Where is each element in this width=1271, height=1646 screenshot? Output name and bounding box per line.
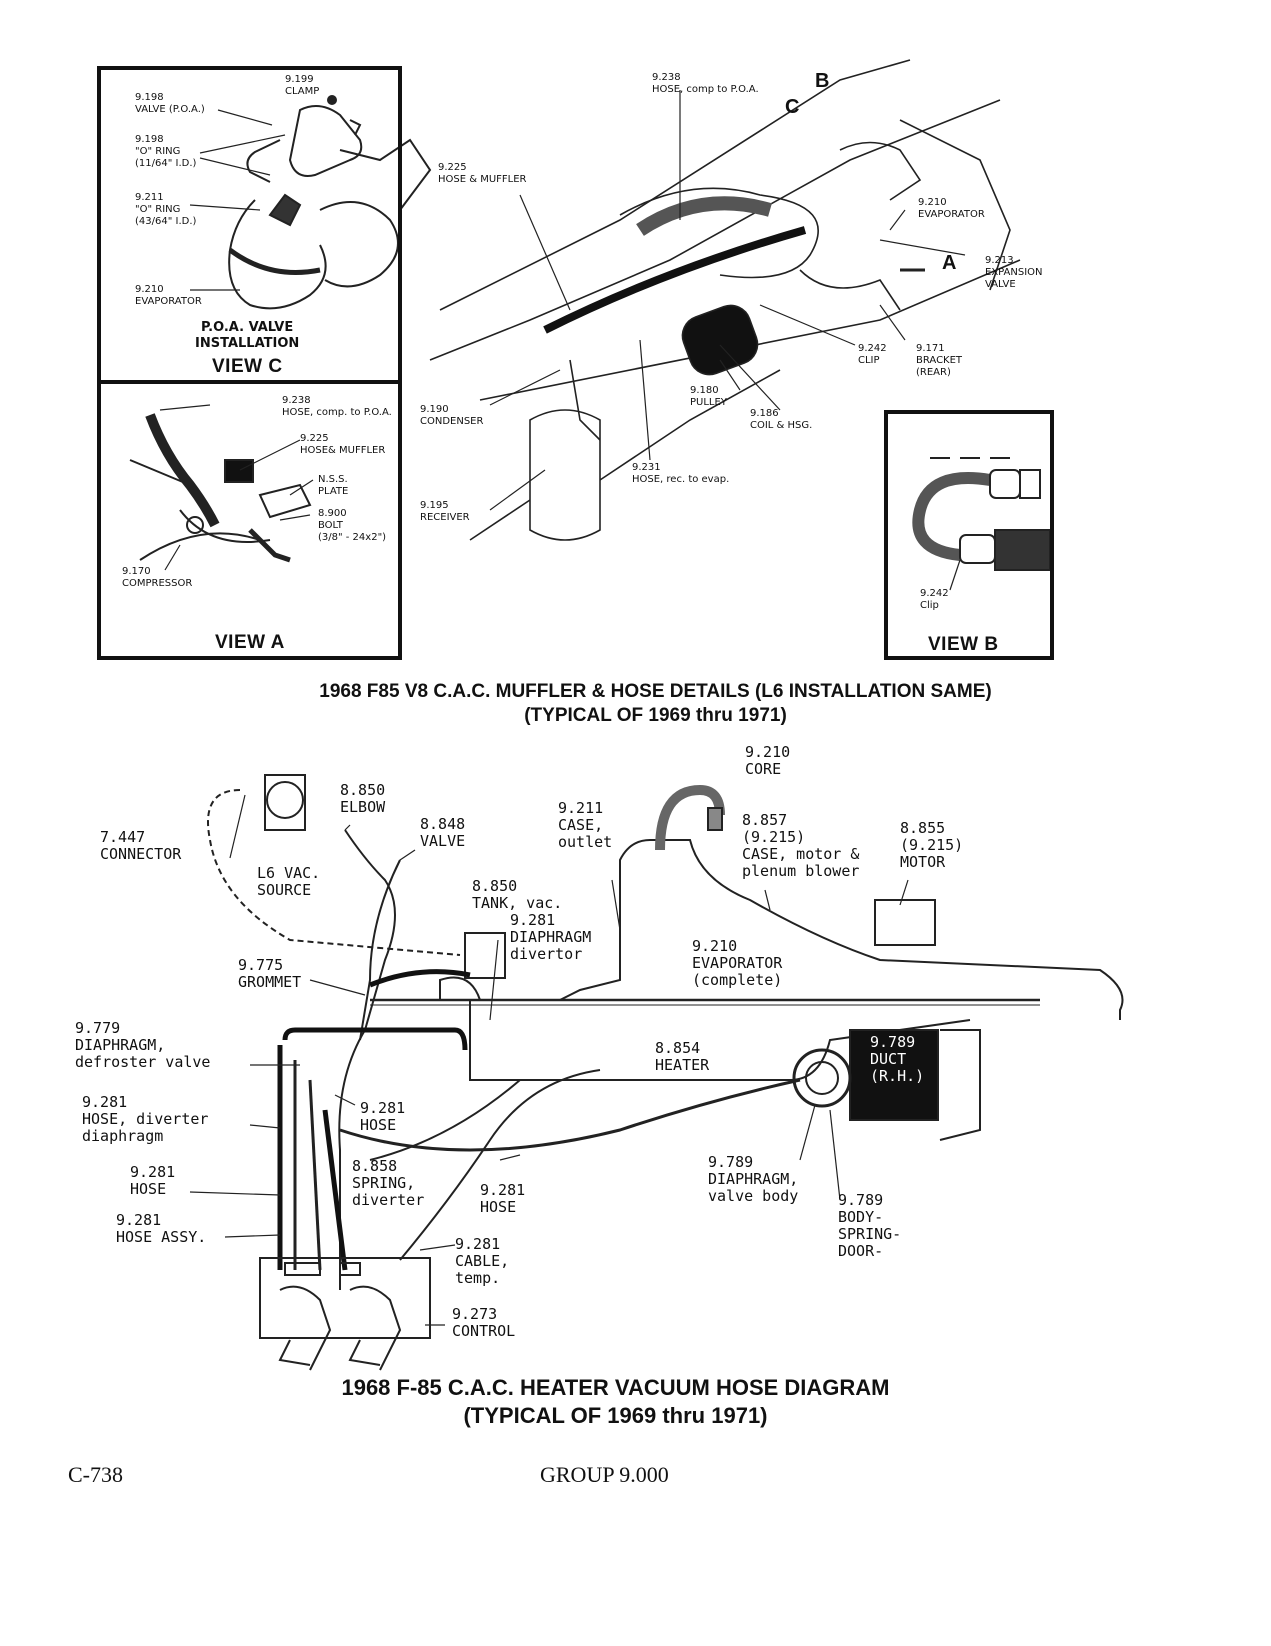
view-c-drawing [228,95,432,310]
label-bracket: 9.171 BRACKET (REAR) [916,343,963,378]
view-c-frame [97,66,402,384]
label-pulley: 9.180 PULLEY [690,385,727,408]
arrow-c-label: C [785,96,800,118]
label-valve: 8.848 VALVE [420,815,466,850]
label-clamp: 9.199 CLAMP [285,74,320,97]
label-heater: 8.854 HEATER [655,1039,710,1074]
label-case-outlet: 9.211 CASE, outlet [558,799,613,851]
arrow-a-label: A [942,252,957,274]
label-hose-muffler-a: 9.225 HOSE& MUFFLER [300,433,386,456]
view-b-drawing [912,457,1051,571]
label-grommet: 9.775 GROMMET [238,956,302,991]
label-expansion-valve: 9.213 EXPANSION VALVE [985,255,1043,290]
label-duct: 9.789 DUCT (R.H.) [870,1033,925,1085]
label-l6-vac-source: L6 VAC. SOURCE [257,864,321,899]
label-spring: 8.858 SPRING, diverter [352,1157,425,1209]
label-hose-diverter: 9.281 HOSE, diverter diaphragm [82,1093,209,1145]
label-o-ring-small: 9.198 "O" RING (11/64" I.D.) [135,134,197,169]
caption-2-line-2: (TYPICAL OF 1969 thru 1971) [463,1403,768,1428]
group-number: GROUP 9.000 [540,1462,669,1487]
label-tank: 8.850 TANK, vac. [472,877,563,912]
label-clip-b: 9.242 Clip [920,588,949,611]
view-b-frame [884,410,1054,660]
label-condenser: 9.190 CONDENSER [420,404,484,427]
label-control: 9.273 CONTROL [452,1305,516,1340]
label-hose-assy: 9.281 HOSE ASSY. [116,1211,207,1246]
label-core: 9.210 CORE [745,743,791,778]
heater-diagram-drawing [207,774,1124,1371]
label-cable-temp: 9.281 CABLE, temp. [455,1235,510,1287]
label-body-spring-door: 9.789 BODY- SPRING- DOOR- [838,1191,902,1260]
caption-1-line-2: (TYPICAL OF 1969 thru 1971) [524,705,787,726]
leader-lines [159,90,966,1326]
label-evaporator-complete: 9.210 EVAPORATOR (complete) [692,937,783,989]
label-valve-poa: 9.198 VALVE (P.O.A.) [135,92,205,115]
view-b-title: VIEW B [928,634,999,655]
label-compressor: 9.170 COMPRESSOR [122,566,193,589]
label-diaphragm-valve-body: 9.789 DIAPHRAGM, valve body [708,1153,799,1205]
label-hose-comp-poa-a: 9.238 HOSE, comp. to P.O.A. [282,395,392,418]
label-o-ring-large: 9.211 "O" RING (43/64" I.D.) [135,192,197,227]
label-evaporator-c: 9.210 EVAPORATOR [135,284,202,307]
label-diaphragm-divertor: 9.281 DIAPHRAGM divertor [510,911,592,963]
label-evaporator-main: 9.210 EVAPORATOR [918,197,985,220]
label-defroster: 9.779 DIAPHRAGM, defroster valve [75,1019,211,1071]
view-c-title: VIEW C [212,356,283,377]
label-coil: 9.186 COIL & HSG. [750,408,813,431]
label-hose-rec-evap: 9.231 HOSE, rec. to evap. [632,462,730,485]
label-bolt: 8.900 BOLT (3/8" - 24x2") [318,508,387,543]
view-a-frame [97,380,402,660]
caption-1-line-1: 1968 F85 V8 C.A.C. MUFFLER & HOSE DETAIL… [319,681,992,702]
label-nss-plate: N.S.S. PLATE [318,474,349,497]
view-a-title: VIEW A [215,632,285,653]
label-receiver: 9.195 RECEIVER [420,500,470,523]
label-hose-3: 9.281 HOSE [480,1181,526,1216]
page-number: C-738 [68,1462,123,1487]
label-hose-comp-poa-main: 9.238 HOSE, comp to P.O.A. [652,72,759,95]
caption-2-line-1: 1968 F-85 C.A.C. HEATER VACUUM HOSE DIAG… [341,1375,890,1400]
label-hose-2: 9.281 HOSE [130,1163,176,1198]
label-motor: 8.855 (9.215) MOTOR [900,819,964,871]
label-elbow: 8.850 ELBOW [340,781,386,816]
label-hose-muffler-main: 9.225 HOSE & MUFFLER [438,162,527,185]
view-a-drawing [129,413,312,563]
label-hose-1: 9.281 HOSE [360,1099,406,1134]
label-case-motor: 8.857 (9.215) CASE, motor & plenum blowe… [742,811,860,880]
engine-bay-drawing [429,59,1021,541]
arrow-b-label: B [815,70,830,92]
view-c-caption: P.O.A. VALVE INSTALLATION [195,320,300,351]
label-clip-main: 9.242 CLIP [858,343,887,366]
label-connector: 7.447 CONNECTOR [100,828,182,863]
